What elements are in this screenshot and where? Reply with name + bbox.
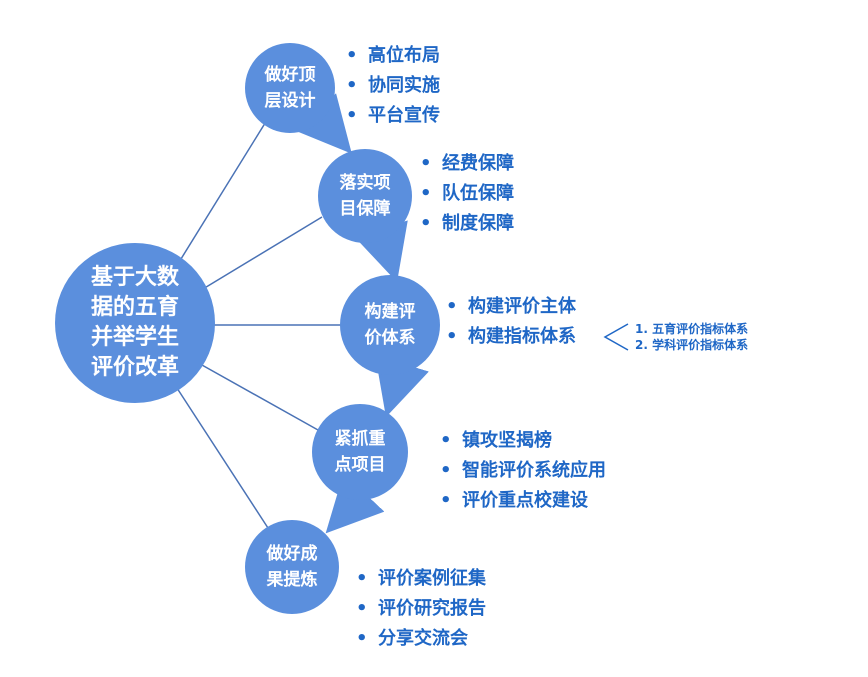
step-circle-results: 做好成 果提炼 bbox=[245, 520, 339, 614]
list-item: •分享交流会 bbox=[356, 628, 468, 649]
flow-arrow bbox=[325, 473, 385, 534]
center-label: 基于大数 据的五育 并举学生 评价改革 bbox=[90, 265, 179, 380]
step-label: 构建评 价体系 bbox=[364, 302, 416, 348]
list-item: •构建评价主体 bbox=[446, 296, 576, 317]
list-item: •经费保障 bbox=[420, 153, 514, 174]
list-item: •评价重点校建设 bbox=[440, 490, 588, 511]
step-items-top-design: •高位布局 •协同实施 •平台宣传 bbox=[346, 41, 440, 131]
step-circle-evaluation-system: 构建评 价体系 bbox=[340, 275, 440, 375]
step-items-evaluation-system: •构建评价主体 •构建指标体系 bbox=[446, 292, 576, 352]
center-circle: 基于大数 据的五育 并举学生 评价改革 bbox=[55, 243, 215, 403]
sub-items: 1. 五育评价指标体系 2. 学科评价指标体系 bbox=[635, 321, 748, 353]
connector-line bbox=[192, 359, 319, 431]
flow-arrow bbox=[375, 355, 429, 418]
flow-arrow bbox=[293, 93, 352, 154]
step-label: 落实项 目保障 bbox=[339, 173, 391, 219]
step-circle-key-projects: 紧抓重 点项目 bbox=[312, 404, 408, 500]
list-item: •高位布局 bbox=[346, 45, 440, 66]
connector-line bbox=[174, 384, 269, 529]
sub-bracket bbox=[603, 323, 629, 351]
list-item: •协同实施 bbox=[346, 75, 440, 96]
list-item: •平台宣传 bbox=[346, 105, 440, 126]
step-items-guarantee: •经费保障 •队伍保障 •制度保障 bbox=[420, 149, 514, 239]
step-circle-guarantee: 落实项 目保障 bbox=[318, 149, 412, 243]
step-label: 紧抓重 点项目 bbox=[334, 429, 386, 475]
step-label: 做好成 果提炼 bbox=[266, 544, 318, 590]
list-item: •镇攻坚揭榜 bbox=[440, 430, 552, 451]
step-items-results: •评价案例征集 •评价研究报告 •分享交流会 bbox=[356, 564, 486, 654]
step-label: 做好顶 层设计 bbox=[264, 65, 316, 111]
list-item: •构建指标体系 bbox=[446, 326, 576, 347]
connector-line bbox=[192, 216, 323, 296]
list-item: •智能评价系统应用 bbox=[440, 460, 606, 481]
list-item: •评价案例征集 bbox=[356, 568, 486, 589]
flow-arrow bbox=[354, 220, 408, 283]
sub-item: 2. 学科评价指标体系 bbox=[635, 338, 749, 352]
step-items-key-projects: •镇攻坚揭榜 •智能评价系统应用 •评价重点校建设 bbox=[440, 426, 606, 516]
sub-item: 1. 五育评价指标体系 bbox=[635, 322, 749, 336]
list-item: •制度保障 bbox=[420, 213, 514, 234]
list-item: •评价研究报告 bbox=[356, 598, 486, 619]
step-circle-top-design: 做好顶 层设计 bbox=[245, 43, 335, 133]
list-item: •队伍保障 bbox=[420, 183, 514, 204]
